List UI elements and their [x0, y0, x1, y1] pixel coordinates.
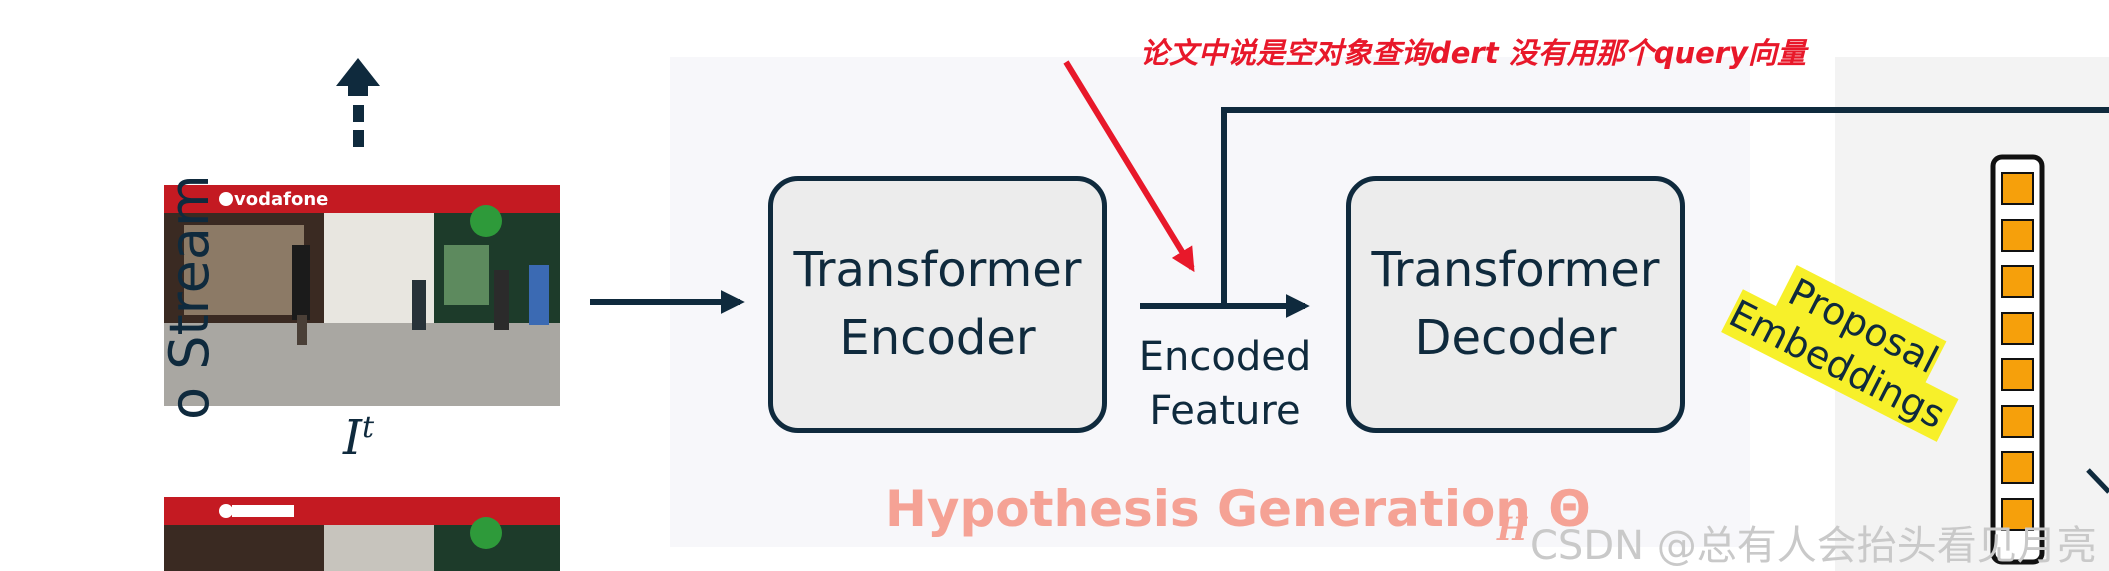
hypothesis-generation-subscript: H	[1497, 510, 1528, 548]
transformer-decoder-label: Transformer Decoder	[1371, 242, 1660, 366]
hypothesis-generation-title: Hypothesis Generation Θ	[885, 480, 1591, 538]
frame-label: It	[343, 410, 374, 466]
embedding-token	[2001, 172, 2034, 205]
annotation-arrow	[1063, 60, 1195, 273]
frame-label-sup: t	[361, 410, 375, 445]
encoded-feature-label: Encoded Feature	[1138, 334, 1312, 434]
embedding-token	[2001, 451, 2034, 484]
storefront-text: vodafone	[234, 189, 328, 210]
up-arrow-dash-1	[353, 105, 364, 122]
transformer-encoder-label: Transformer Encoder	[793, 242, 1082, 366]
encoded-feature-bypass-line	[1221, 107, 2109, 306]
frame-label-base: I	[343, 410, 362, 466]
stream-label: o Stream	[158, 174, 221, 420]
embedding-token	[2001, 497, 2034, 531]
embedding-token	[2001, 358, 2034, 391]
watermark: CSDN @总有人会抬头看见月亮	[1530, 523, 2097, 569]
embedding-token	[2001, 311, 2034, 345]
embedding-token	[2001, 218, 2034, 252]
video-frame-image: vodafone	[164, 185, 560, 406]
annotation-text: 论文中说是空对象查询dert 没有用那个query向量	[1140, 36, 1806, 70]
up-arrow-head	[336, 58, 380, 96]
video-frame-image-2	[164, 497, 560, 571]
embedding-token	[2001, 265, 2034, 298]
transformer-encoder-box: Transformer Encoder	[768, 176, 1107, 433]
transformer-decoder-box: Transformer Decoder	[1346, 176, 1685, 433]
embedding-token	[2001, 404, 2034, 438]
right-partial-line	[2086, 468, 2109, 494]
up-arrow-dash-2	[353, 130, 364, 147]
